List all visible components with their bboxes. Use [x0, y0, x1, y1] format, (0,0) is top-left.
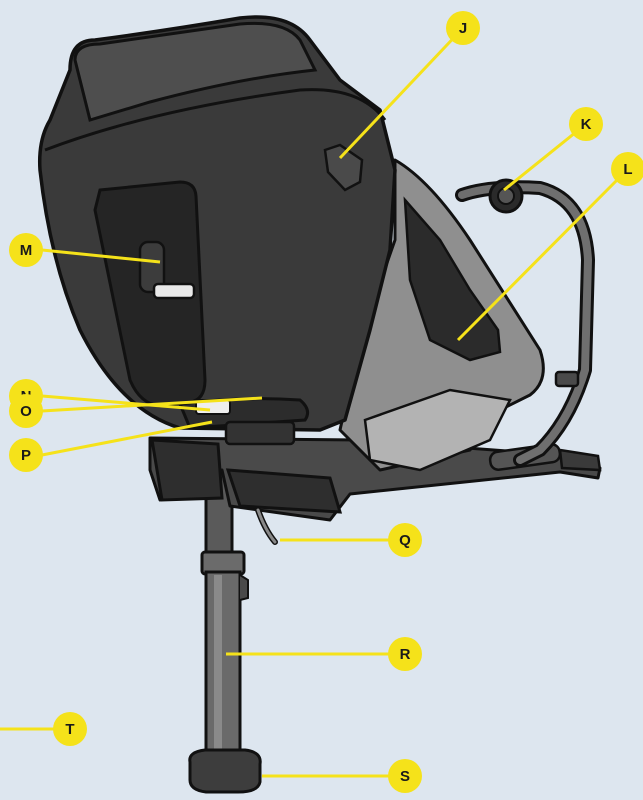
callout-s: S	[388, 759, 422, 793]
release-strap	[255, 507, 278, 545]
callout-r-label: R	[400, 646, 411, 663]
support-leg	[188, 446, 262, 794]
seat-shell	[37, 15, 545, 472]
callout-q-label: Q	[399, 532, 411, 549]
callout-o: O	[9, 394, 43, 428]
isofix-base	[148, 436, 602, 522]
callout-markers: J K L M N O P Q	[9, 11, 643, 793]
callout-t-label: T	[65, 721, 74, 738]
callout-p-label: P	[21, 447, 31, 464]
callout-s-label: S	[400, 768, 410, 785]
callout-l: L	[611, 152, 643, 186]
callout-k-label: K	[581, 116, 592, 133]
callout-t: T	[53, 712, 87, 746]
callout-r: R	[388, 637, 422, 671]
callout-l-label: L	[623, 161, 632, 178]
callout-q: Q	[388, 523, 422, 557]
callout-m: M	[9, 233, 43, 267]
rebound-bar	[455, 178, 595, 467]
callout-j-label: J	[459, 20, 467, 37]
leader-lines	[0, 26, 630, 778]
callout-j: J	[446, 11, 480, 45]
callout-k: K	[569, 107, 603, 141]
callout-m-label: M	[20, 242, 33, 259]
callout-p: P	[9, 438, 43, 472]
callout-o-label: O	[20, 403, 32, 420]
